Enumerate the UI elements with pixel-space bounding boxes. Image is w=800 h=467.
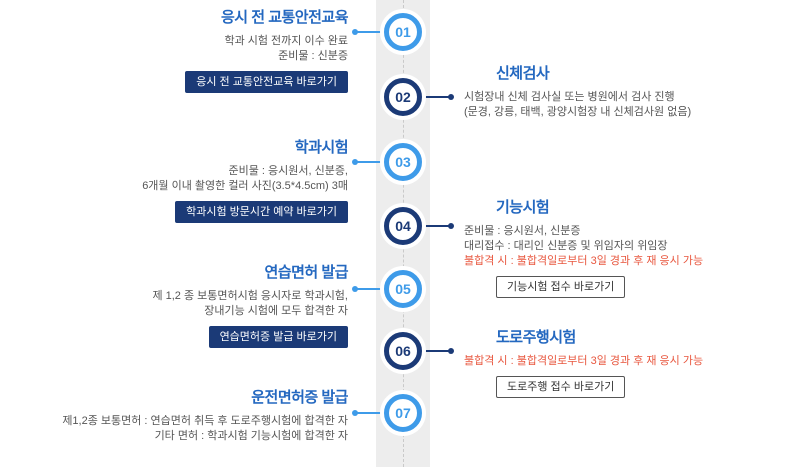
step-05-badge: 05 [384,270,422,308]
step-03-line-1: 준비물 : 응시원서, 신분증, [228,165,348,177]
step-05-line-1: 제 1,2 종 보통면허시험 응시자로 학과시험, [152,290,348,302]
step-01-content: 응시 전 교통안전교육 학과 시험 전까지 이수 완료 준비물 : 신분증 응시… [3,6,349,93]
step-06-connector [424,348,454,354]
step-07-content: 운전면허증 발급 제1,2종 보통면허 : 연습면허 취득 후 도로주행시험에 … [3,386,348,444]
road-test-apply-button[interactable]: 도로주행 접수 바로가기 [496,376,626,398]
step-02-line-2: (문경, 강릉, 태백, 광양시험장 내 신체검사원 없음) [464,106,692,118]
step-05-line-2: 장내기능 시험에 모두 합격한 자 [204,305,348,317]
step-04-title: 기능시험 [496,199,550,216]
step-07-number: 07 [395,405,411,421]
step-07-badge: 07 [384,394,422,432]
written-exam-reservation-button[interactable]: 학과시험 방문시간 예약 바로가기 [175,201,348,223]
step-06-warning: 불합격 시 : 불합격일로부터 3일 경과 후 재 응시 가능 [464,355,704,367]
step-04-badge: 04 [384,207,422,245]
step-07-line-2: 기타 면허 : 학과시험 기능시험에 합격한 자 [154,430,348,442]
step-06-content: 도로주행시험 불합격 시 : 불합격일로부터 3일 경과 후 재 응시 가능 도… [464,326,796,398]
step-07-connector [352,410,382,416]
step-01-number: 01 [395,24,411,40]
step-01-line-2: 준비물 : 신분증 [278,50,348,62]
step-05-connector [352,286,382,292]
step-04-connector [424,223,454,229]
step-06-number: 06 [395,343,411,359]
step-02-connector [424,94,454,100]
step-03-content: 학과시험 준비물 : 응시원서, 신분증, 6개월 이내 촬영한 컬러 사진(3… [3,136,349,223]
step-05-number: 05 [395,281,411,297]
step-03-connector [352,159,382,165]
step-02-badge: 02 [384,78,422,116]
learner-license-issue-button[interactable]: 연습면허증 발급 바로가기 [208,326,348,348]
step-04-number: 04 [395,218,411,234]
step-03-line-2: 6개월 이내 촬영한 컬러 사진(3.5*4.5cm) 3매 [142,180,348,192]
step-05-content: 연습면허 발급 제 1,2 종 보통면허시험 응시자로 학과시험, 장내기능 시… [3,261,349,348]
step-04-line-2: 대리접수 : 대리인 신분증 및 위임자의 위임장 [464,240,668,252]
step-01-line-1: 학과 시험 전까지 이수 완료 [224,35,348,47]
skill-exam-apply-button[interactable]: 기능시험 접수 바로가기 [496,276,626,298]
step-04-content: 기능시험 준비물 : 응시원서, 신분증 대리접수 : 대리인 신분증 및 위임… [464,196,796,298]
step-04-warning: 불합격 시 : 불합격일로부터 3일 경과 후 재 응시 가능 [464,255,704,267]
step-02-line-1: 시험장내 신체 검사실 또는 병원에서 검사 진행 [464,91,675,103]
step-03-number: 03 [395,154,411,170]
step-02-number: 02 [395,89,411,105]
step-07-title: 운전면허증 발급 [251,389,348,406]
step-03-badge: 03 [384,143,422,181]
step-01-title: 응시 전 교통안전교육 [220,9,349,26]
step-02-content: 신체검사 시험장내 신체 검사실 또는 병원에서 검사 진행 (문경, 강릉, … [464,62,796,120]
pre-exam-education-button[interactable]: 응시 전 교통안전교육 바로가기 [185,71,348,93]
step-01-badge: 01 [384,13,422,51]
step-05-title: 연습면허 발급 [264,264,349,281]
step-03-title: 학과시험 [294,139,349,156]
step-06-title: 도로주행시험 [496,329,576,346]
step-02-title: 신체검사 [496,65,550,82]
step-01-connector [352,29,382,35]
step-07-line-1: 제1,2종 보통면허 : 연습면허 취득 후 도로주행시험에 합격한 자 [62,415,348,427]
step-06-badge: 06 [384,332,422,370]
step-04-line-1: 준비물 : 응시원서, 신분증 [464,225,581,237]
